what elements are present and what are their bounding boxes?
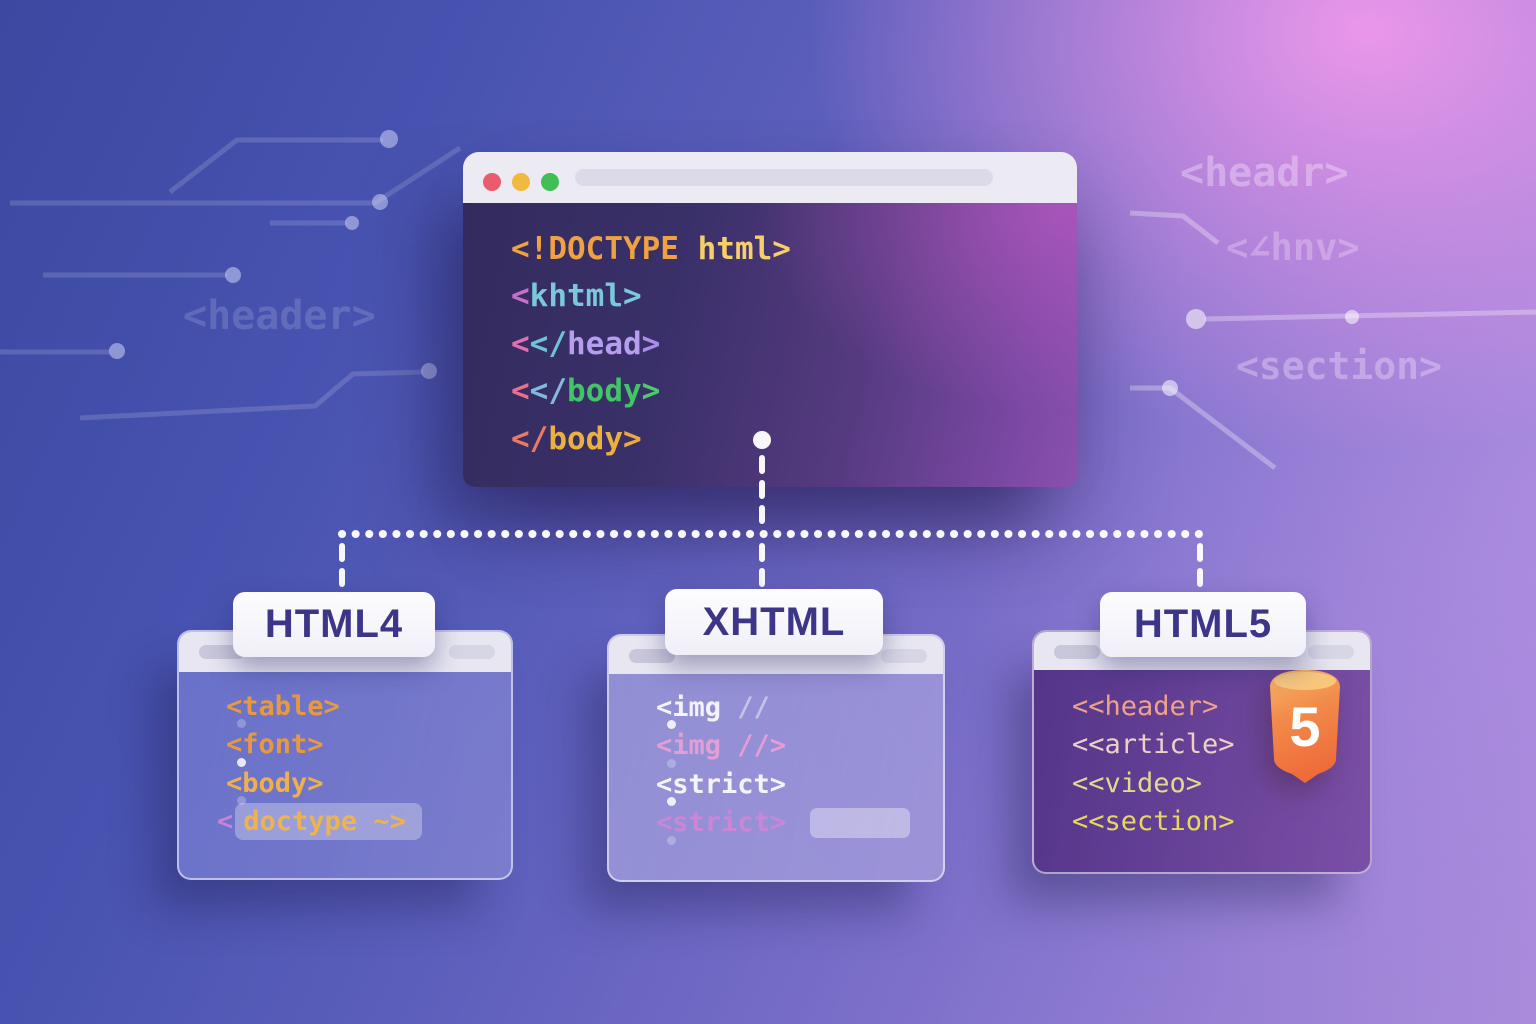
label-html4: HTML4 [233,592,435,657]
code-line: <!DOCTYPE html> [511,230,791,267]
ghost-tag-header: <header> [183,293,376,339]
label-html4-text: HTML4 [264,602,404,646]
browser-titlebar [463,152,1077,203]
code-line: <table> [179,687,511,728]
header-pill-decoration [1308,645,1354,659]
line-bullet-icon [667,720,676,729]
code-line: <img //> [609,727,943,768]
line-bullet-icon [667,797,676,806]
code-line: <<video> [1072,767,1203,799]
code-line: <khtml> [511,278,642,315]
line-bullet-icon [237,757,246,767]
browser-window: <!DOCTYPE html> <khtml> <</head> <</body> </… [463,152,1077,487]
card-xhtml-code-lines: <img //<img //><strict><strict> [609,674,943,880]
code-line: <doctype ~> [179,803,511,842]
code-line: <img // [609,688,943,729]
label-xhtml-text: XHTML [702,599,846,644]
code-line: <</head> [511,325,661,362]
ghost-tag-section: <section> [1236,344,1442,388]
code-line: <<section> [1072,806,1235,838]
label-html5: HTML5 [1100,592,1306,657]
line-bullet-icon [667,758,676,768]
card-html5: <<header> <<article> <<video> <<section> 5 [1032,630,1372,874]
code-line: <strict> [609,765,943,806]
line-bullet-icon [237,796,246,805]
ghost-tag-hnv: <∠hnv> [1226,226,1360,269]
card-html4-code-lines: <table><font><body><doctype ~> [179,672,511,878]
label-xhtml: XHTML [665,589,883,655]
card-xhtml: <img //<img //><strict><strict> [607,634,945,882]
header-pill-decoration [629,649,675,663]
ghost-tag-headr: <headr> [1180,150,1349,196]
browser-code-area: <!DOCTYPE html> <khtml> <</head> <</body> </… [463,203,1077,487]
card-html4: <table><font><body><doctype ~> [177,630,513,880]
minimize-button[interactable] [512,173,530,191]
code-line: <strict> [609,804,943,845]
line-bullet-icon [667,835,676,845]
header-pill-decoration [449,645,495,659]
code-line: <<article> [1072,729,1235,761]
line-bullet-icon [237,719,246,728]
code-line: <</body> [511,373,661,410]
code-placeholder-pill [810,807,911,838]
maximize-button[interactable] [541,173,559,191]
label-html5-text: HTML5 [1133,602,1273,646]
code-line: <body> [179,764,511,805]
code-line: <<header> [1072,690,1219,722]
code-line: </body> [511,420,642,457]
address-bar[interactable] [575,169,993,186]
header-pill-decoration [1054,645,1100,659]
browser-code-lines: <!DOCTYPE html> <khtml> <</head> <</body> </… [463,203,1077,463]
header-pill-decoration [881,649,927,663]
code-line: <font> [179,726,511,767]
close-button[interactable] [483,173,501,191]
card-html5-code-lines: <<header> <<article> <<video> <<section> [1034,670,1370,872]
code-highlight-pill: doctype ~> [235,803,422,841]
html5-shield-icon: 5 [1262,666,1348,788]
html5-badge-number: 5 [1289,695,1321,758]
